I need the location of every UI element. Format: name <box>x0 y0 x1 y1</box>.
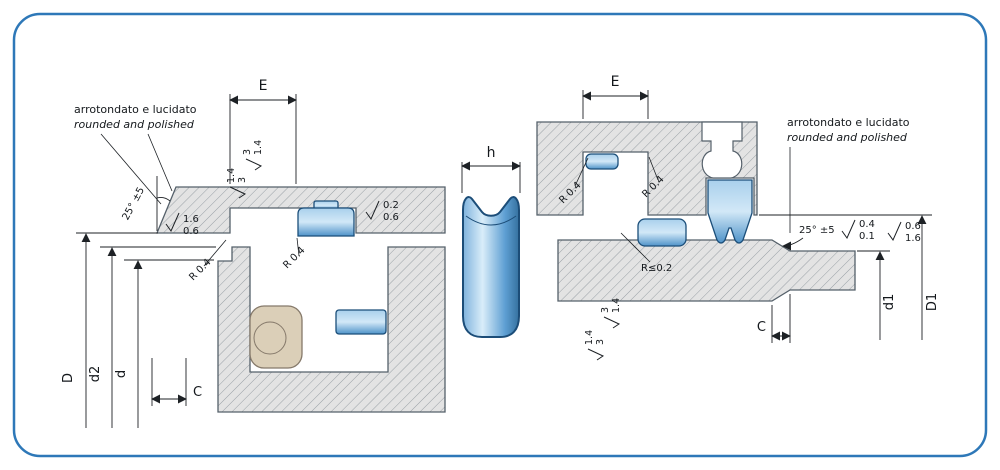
chamfer-value: 1.4 <box>226 168 237 183</box>
left-roughness-groove-top: 0.2 <box>383 200 399 211</box>
leader-line <box>100 133 162 205</box>
left-oring-detail <box>253 321 287 355</box>
seal-height-label: h <box>487 145 496 161</box>
leader-line <box>648 156 659 181</box>
right-dim-rod-label: d1 <box>882 294 897 311</box>
roughness-icon <box>587 348 605 361</box>
left-elastomer-ring <box>249 305 303 369</box>
left-chamfer-mark-1: 3 1.4 <box>242 140 264 171</box>
left-note-line2: rounded and polished <box>74 118 195 131</box>
roughness-icon <box>887 221 902 242</box>
roughness-icon <box>841 219 856 240</box>
seal-cross-section <box>462 196 520 338</box>
left-dim-d2-label: d2 <box>88 366 103 383</box>
roughness-icon <box>365 200 380 221</box>
chamfer-value: 1.4 <box>611 298 622 313</box>
right-note-line2: rounded and polished <box>787 131 908 144</box>
left-housing-section <box>156 186 446 234</box>
chamfer-value: 3 <box>237 177 248 183</box>
right-groove-width-label: E <box>611 74 620 90</box>
roughness-icon <box>245 158 263 171</box>
left-roughness-chamfer-top: 1.6 <box>183 214 199 225</box>
left-dim-d-label: d <box>114 370 129 378</box>
right-roughness-surface-bottom: 1.6 <box>905 233 921 244</box>
roughness-icon <box>603 316 621 329</box>
roughness-icon <box>165 212 180 233</box>
right-port-cavity <box>701 121 743 179</box>
left-dim-c-label: C <box>193 385 202 400</box>
right-chamfer-mark-1: 3 1.4 <box>600 298 622 329</box>
leader-line <box>620 232 651 263</box>
right-angle-label: 25° ±5 <box>799 225 835 236</box>
leader-line <box>147 133 173 192</box>
angle-arc <box>156 196 171 202</box>
left-roughness-chamfer-bottom: 0.6 <box>183 226 199 237</box>
seal-lip-detail <box>465 215 517 226</box>
right-rod-section <box>557 239 856 302</box>
leader-line <box>203 239 227 267</box>
left-piston-section <box>217 246 446 413</box>
right-chamfer-mark-2: 1.4 3 <box>584 330 606 361</box>
right-roughness-surface-top: 0.6 <box>905 221 921 232</box>
leader-line <box>574 157 589 187</box>
left-roughness-groove-bottom: 0.6 <box>383 212 399 223</box>
seal-profile-figure: h <box>461 145 521 338</box>
chamfer-value: 3 <box>595 339 606 345</box>
roughness-icon <box>229 186 247 199</box>
left-groove-width-label: E <box>259 78 268 94</box>
right-roughness-chamfer-top: 0.4 <box>859 219 875 230</box>
right-figure: E R 0.4 R 0.4 R≤0.2 3 1.4 1.4 3 arrotond… <box>536 74 940 361</box>
angle-leader <box>782 237 804 251</box>
chamfer-value: 3 <box>600 307 611 313</box>
right-wiper-seal <box>707 179 753 244</box>
right-note-line1: arrotondato e lucidato <box>787 116 910 129</box>
leader-line <box>296 237 300 257</box>
right-housing-section <box>536 121 758 216</box>
right-dim-bore-label: D1 <box>925 293 940 311</box>
chamfer-value: 1.4 <box>253 140 264 155</box>
chamfer-value: 1.4 <box>584 330 595 345</box>
right-seal-installed <box>637 218 687 247</box>
right-radius-label-3: R≤0.2 <box>641 263 672 274</box>
chamfer-value: 3 <box>242 149 253 155</box>
left-dim-outer-label: D <box>61 373 76 383</box>
left-backup-ring <box>335 309 387 335</box>
right-dim-c-label: C <box>757 320 766 335</box>
left-note-line1: arrotondato e lucidato <box>74 103 197 116</box>
left-seal-installed <box>297 207 355 237</box>
right-roughness-chamfer-bottom: 0.1 <box>859 231 875 242</box>
left-chamfer-mark-2: 1.4 3 <box>226 168 248 199</box>
right-backup-ring <box>585 153 619 170</box>
